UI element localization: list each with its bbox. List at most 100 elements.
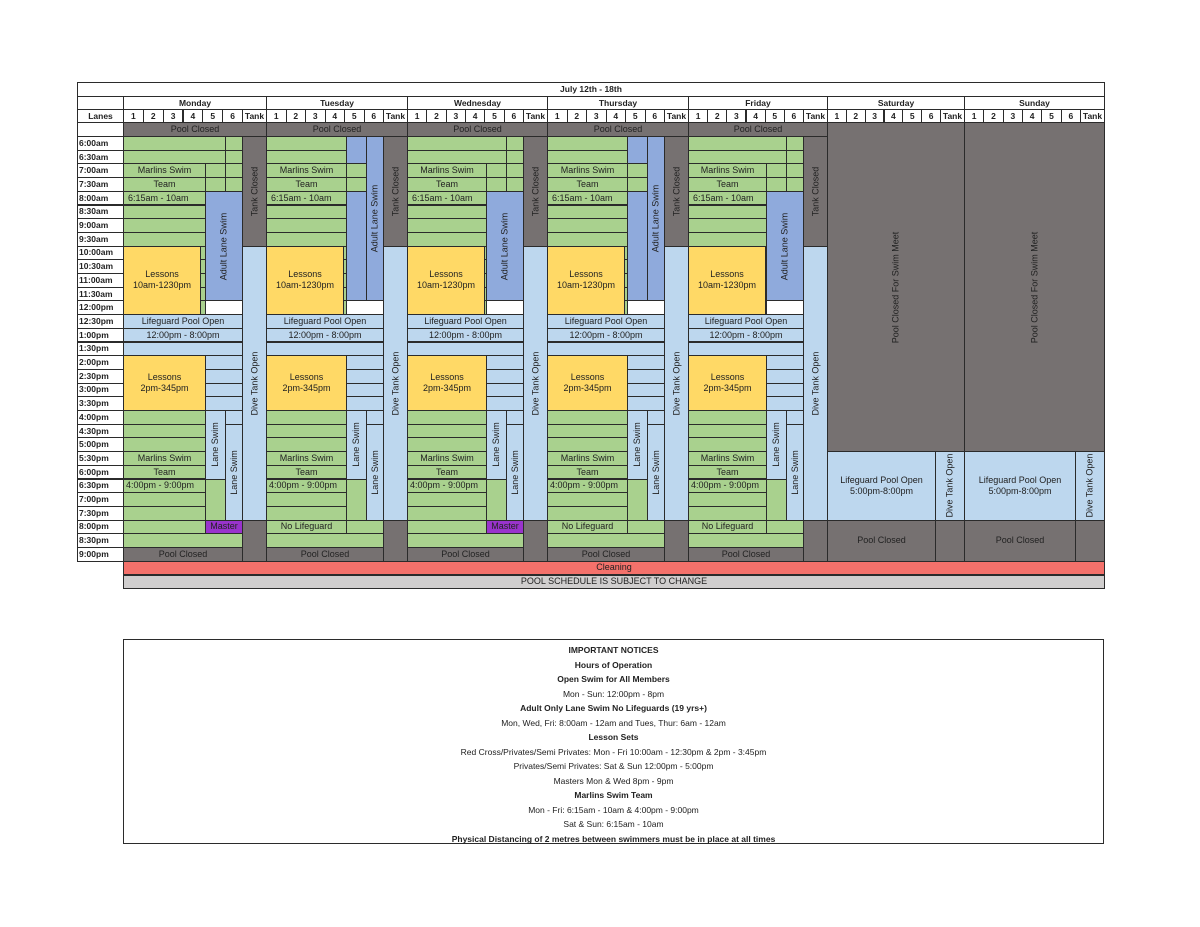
marlins-swim-lane	[547, 492, 628, 507]
marlins-swim: Marlins Swim	[123, 163, 206, 179]
marlins-swim-lane	[688, 505, 767, 521]
lessons-morning-text: Lessons	[429, 269, 463, 280]
marlins-swim-lane	[123, 437, 206, 453]
time-label: 8:00pm	[77, 519, 124, 535]
pool-closed: Pool Closed	[964, 519, 1076, 562]
lane-number: 2	[707, 109, 728, 123]
marlins-swim-lane	[547, 136, 628, 151]
lane-number: 3	[1002, 109, 1023, 123]
time-label: 9:30am	[77, 231, 124, 247]
tank-closed	[935, 519, 965, 562]
tank-closed: Tank Closed	[242, 136, 267, 247]
open-lane	[346, 382, 384, 398]
dive-tank-open: Dive Tank Open	[1075, 451, 1105, 521]
marlins-swim-lane	[624, 273, 628, 288]
time-label: 12:00pm	[77, 300, 124, 316]
marlins-team: Team	[123, 464, 206, 480]
lane-swim-text: Lane Swim	[228, 449, 239, 495]
marlins-team: Team	[407, 177, 487, 192]
masters-swim: Master	[205, 519, 243, 535]
lane-swim: Lane Swim	[205, 410, 226, 480]
marlins-swim-lane	[266, 204, 347, 220]
marlins-swim-lane	[266, 136, 347, 151]
marlins-swim-lane	[343, 300, 347, 316]
time-label: 10:30am	[77, 259, 124, 274]
lane-swim: Lane Swim	[486, 410, 507, 480]
lane-number: 1	[123, 109, 144, 123]
marlins-swim-lane	[123, 231, 206, 247]
lane-swim: Lane Swim	[506, 423, 524, 521]
time-label: 2:30pm	[77, 368, 124, 384]
lane-number: 1	[547, 109, 568, 123]
adult-lane-swim-text: Adult Lane Swim	[779, 212, 790, 280]
adult-lane-swim	[346, 190, 367, 302]
time-label: 11:30am	[77, 286, 124, 302]
marlins-evening-hours: 4:00pm - 9:00pm	[266, 478, 347, 494]
marlins-swim-lane	[688, 423, 767, 439]
pool-closed: Pool Closed	[688, 122, 828, 137]
lessons-afternoon-text: 2pm-345pm	[282, 383, 331, 394]
header-blank	[77, 122, 124, 137]
marlins-swim-lane	[407, 149, 507, 165]
lane-swim: Lane Swim	[627, 410, 648, 480]
marlins-swim-lane	[627, 519, 665, 535]
schedule-disclaimer: POOL SCHEDULE IS SUBJECT TO CHANGE	[123, 574, 1105, 589]
lessons-afternoon-text: 2pm-345pm	[703, 383, 752, 394]
lane-number: 6	[644, 109, 665, 123]
lifeguard-pool-open: Lifeguard Pool Open	[407, 314, 524, 329]
open-lane	[205, 396, 243, 411]
pool-closed-swim-meet-text: Pool Closed For Swim Meet	[890, 231, 901, 343]
marlins-swim-lane	[627, 177, 648, 192]
lane-number: 2	[285, 109, 306, 123]
marlins-swim-lane	[484, 259, 487, 274]
notice-line: Physical Distancing of 2 metres between …	[451, 833, 776, 844]
open-lane	[627, 382, 665, 398]
marlins-swim-lane	[765, 259, 767, 274]
lane-number: 5	[902, 109, 923, 123]
lessons-morning-text: Lessons	[710, 269, 744, 280]
marlins-swim-lane	[547, 231, 628, 247]
dive-tank-open-text: Dive Tank Open	[1084, 453, 1095, 518]
lane-number: 1	[688, 109, 709, 123]
adult-lane-swim: Adult Lane Swim	[486, 190, 524, 302]
marlins-team: Team	[123, 177, 206, 192]
adult-lane-swim-text: Adult Lane Swim	[650, 184, 661, 253]
time-label: 6:00pm	[77, 464, 124, 480]
marlins-swim-lane	[407, 410, 487, 425]
time-label: 8:00am	[77, 190, 124, 206]
marlins-swim-lane	[484, 300, 487, 316]
marlins-evening-hours: 4:00pm - 9:00pm	[688, 478, 767, 494]
notice-line: Open Swim for All Members	[557, 674, 670, 684]
lane-number: 5	[344, 109, 365, 123]
marlins-swim-lane	[688, 492, 767, 507]
lane-number: 2	[142, 109, 164, 123]
marlins-morning-hours: 6:15am - 10am	[123, 190, 206, 206]
lessons-morning-text: 10am-1230pm	[132, 280, 192, 291]
open-lane	[346, 355, 384, 370]
tank-header: Tank	[1080, 109, 1105, 123]
open-lane	[346, 368, 384, 384]
day-header: Thursday	[547, 96, 689, 110]
schedule-title: July 12th - 18th	[77, 82, 1105, 97]
pool-closed-swim-meet-text: Pool Closed For Swim Meet	[1028, 231, 1039, 343]
marlins-swim-lane	[346, 163, 367, 179]
tank-closed: Tank Closed	[803, 136, 828, 247]
marlins-swim: Marlins Swim	[123, 451, 206, 466]
masters-swim: Master	[486, 519, 524, 535]
adult-lane-swim: Adult Lane Swim	[647, 136, 665, 302]
time-label: 8:30pm	[77, 533, 124, 548]
open-lane	[547, 341, 665, 357]
notice-line: Privates/Semi Privates: Sat & Sun 12:00p…	[513, 761, 714, 771]
pool-closed: Pool Closed	[123, 122, 267, 137]
pool-closed-swim-meet: Pool Closed For Swim Meet	[827, 122, 965, 453]
marlins-morning-hours: 6:15am - 10am	[547, 190, 628, 206]
open-lane	[205, 368, 243, 384]
lane-number: 1	[827, 109, 847, 123]
marlins-swim-lane	[407, 519, 487, 535]
lessons-afternoon-text: 2pm-345pm	[422, 383, 472, 394]
pool-closed: Pool Closed	[688, 547, 804, 562]
marlins-swim-lane	[547, 149, 628, 165]
marlins-swim-lane	[765, 286, 767, 302]
marlins-swim-lane	[407, 423, 487, 439]
